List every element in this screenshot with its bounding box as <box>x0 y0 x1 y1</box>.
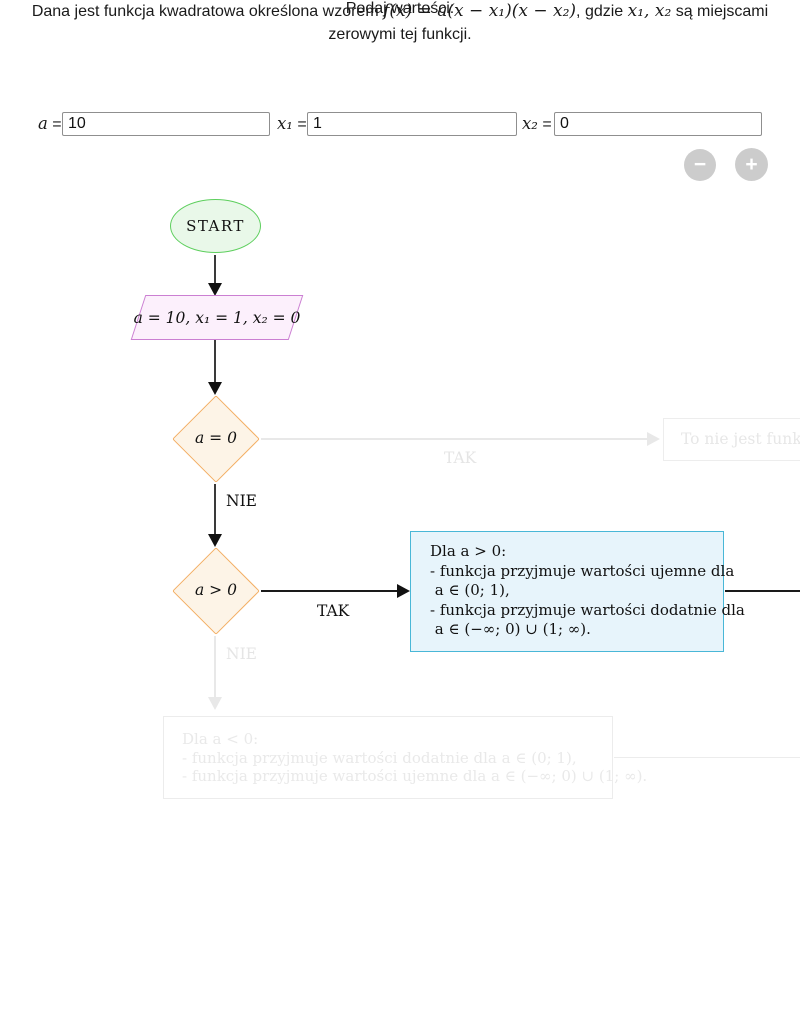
arrowhead-down-icon <box>208 382 222 395</box>
roots-symbols: x₁, x₂ <box>627 1 672 21</box>
values-prompt: Podaj wartości: <box>345 0 455 17</box>
decision1-label: a = 0 <box>195 429 237 447</box>
equals-sign: = <box>297 116 307 133</box>
decision2-label: a > 0 <box>195 581 237 599</box>
flowchart-canvas[interactable]: START a = 10, x₁ = 1, x₂ = 0 a = 0 TAK T… <box>0 190 800 1020</box>
arrowhead-down-icon <box>208 283 222 296</box>
result-line: - funkcja przyjmuje wartości ujemne dla … <box>182 767 648 785</box>
branch-label-nie-inactive: NIE <box>226 645 257 663</box>
arrowhead-right-icon <box>397 584 410 598</box>
input-label-x1: x₁ = <box>277 114 307 133</box>
input-a[interactable] <box>62 112 270 136</box>
problem-statement: Dana jest funkcja kwadratowa określona w… <box>0 0 800 46</box>
function-formula: f(x) = a(x − x₁)(x − x₂) <box>383 1 577 21</box>
input-x1[interactable] <box>307 112 517 136</box>
negative-result-box: Dla a < 0: - funkcja przyjmuje wartości … <box>163 716 648 799</box>
branch-label-nie-active: NIE <box>226 492 257 510</box>
arrowhead-down-icon <box>208 534 222 547</box>
branch-label-tak-active: TAK <box>317 602 350 620</box>
result-line: Dla a < 0: <box>182 730 259 748</box>
branch-label-tak-inactive: TAK <box>444 449 477 467</box>
result-line: - funkcja przyjmuje wartości dodatnie dl… <box>182 748 577 767</box>
input-label-a: a = <box>38 114 62 133</box>
problem-text-middle: , gdzie <box>576 3 628 20</box>
equals-sign: = <box>52 116 62 133</box>
equals-sign: = <box>542 116 552 133</box>
problem-text-end: są miejscami <box>671 3 769 20</box>
connector-decision1-nie <box>214 484 216 534</box>
result-line: - funkcja przyjmuje wartości dodatnie dl… <box>430 600 745 619</box>
connector-start-init <box>214 255 216 284</box>
start-node <box>170 199 261 253</box>
input-label-x2: x₂ = <box>522 114 552 133</box>
problem-text-before: Dana jest funkcja kwadratowa określona w… <box>31 3 384 20</box>
connector-init-decision1 <box>214 340 216 383</box>
connector-decision1-tak <box>261 438 647 440</box>
input-x2[interactable] <box>554 112 762 136</box>
result-line: a ∈ (−∞; 0) ∪ (1; ∞). <box>430 620 591 638</box>
problem-text-line2: zerowymi tej funkcji. <box>328 26 472 43</box>
connector-decision2-nie <box>214 636 216 697</box>
init-node-label: a = 10, x₁ = 1, x₂ = 0 <box>133 308 301 327</box>
zoom-out-button[interactable]: − <box>684 149 716 181</box>
connector-negative-exit <box>614 757 800 758</box>
result-line: - funkcja przyjmuje wartości ujemne dla <box>430 561 735 580</box>
result-line: Dla a > 0: <box>430 542 507 560</box>
positive-result-box: Dla a > 0: - funkcja przyjmuje wartości … <box>410 531 745 652</box>
arrowhead-right-icon <box>647 432 660 446</box>
not-function-box: To nie jest funkcja <box>663 418 800 461</box>
start-node-label: START <box>186 217 245 235</box>
connector-decision2-tak <box>261 590 398 592</box>
connector-positive-exit <box>725 590 800 592</box>
result-line: a ∈ (0; 1), <box>430 581 510 599</box>
plus-icon: + <box>745 152 758 176</box>
zoom-in-button[interactable]: + <box>735 148 768 181</box>
minus-icon: − <box>693 153 707 176</box>
arrowhead-down-icon <box>208 697 222 710</box>
